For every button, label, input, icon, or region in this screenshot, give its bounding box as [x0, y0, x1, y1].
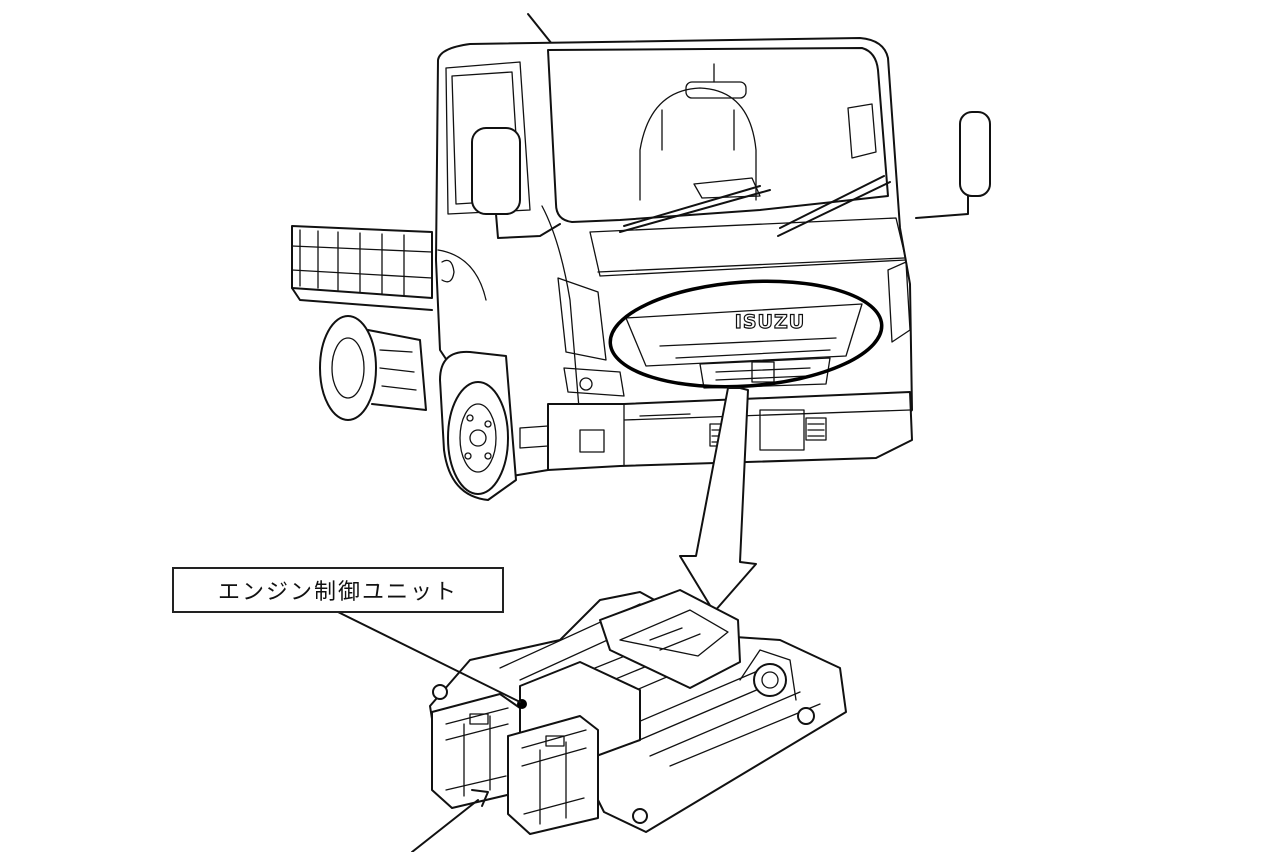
ecu-connector-right [507, 715, 599, 835]
truck-illustration: ISUZU [291, 13, 991, 501]
headlight-right [887, 261, 911, 343]
front-grille: ISUZU [625, 303, 863, 389]
front-wheel [439, 350, 517, 501]
rear-wheel [319, 315, 427, 421]
cab-body [435, 37, 913, 477]
right-side-mirror [915, 111, 991, 219]
grille-highlight-ellipse [608, 279, 884, 389]
grille-badge: ISUZU [735, 311, 805, 333]
antenna [527, 13, 553, 45]
connector-arrow [411, 789, 489, 852]
engine-control-unit [429, 589, 847, 835]
headlight-left [557, 277, 625, 397]
left-side-mirror [471, 127, 561, 239]
callout-leader-line [337, 611, 521, 703]
cargo-bed [291, 225, 433, 311]
ecu-callout-label: エンジン制御ユニット [172, 567, 504, 613]
